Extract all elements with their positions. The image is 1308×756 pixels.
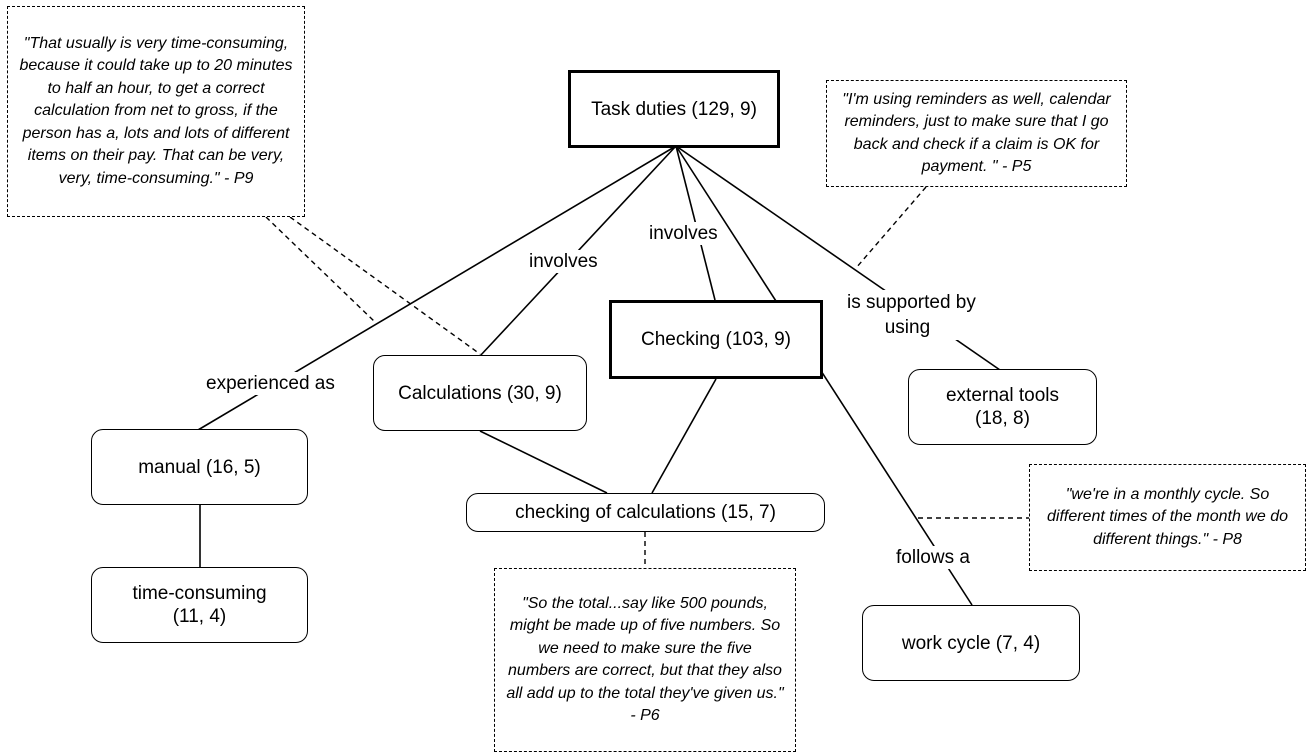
node-task-duties: Task duties (129, 9) (568, 70, 780, 148)
node-time-consuming-line2: (11, 4) (172, 606, 227, 627)
node-external-tools-label: external tools (18, 8) (946, 384, 1059, 430)
edge-label-supported-line2: using (884, 317, 931, 338)
node-time-consuming: time-consuming (11, 4) (91, 567, 308, 643)
edge-checking-to-checking-of-calculations (651, 378, 717, 494)
quote-p9: "That usually is very time-consuming, be… (7, 6, 305, 217)
edge-quote-p5-to-tools-link (855, 186, 927, 269)
edge-quote-p9-to-calculations (289, 216, 481, 355)
node-external-tools-line1: external tools (945, 385, 1059, 406)
edge-quote-p9-to-manual-link (265, 216, 377, 324)
node-time-consuming-label: time-consuming (11, 4) (132, 582, 266, 628)
quote-p5: "I'm using reminders as well, calendar r… (826, 80, 1127, 187)
quote-p6: "So the total...say like 500 pounds, mig… (494, 568, 796, 752)
quote-p6-text: "So the total...say like 500 pounds, mig… (506, 594, 784, 725)
edge-task-to-work-cycle (675, 145, 973, 606)
edge-calculations-to-checking-of-calculations (479, 430, 608, 494)
node-external-tools: external tools (18, 8) (908, 369, 1097, 445)
edge-label-supported-line1: is supported by (847, 292, 976, 313)
node-task-duties-label: Task duties (129, 9) (591, 98, 757, 120)
quote-p5-text: "I'm using reminders as well, calendar r… (842, 90, 1111, 176)
node-work-cycle: work cycle (7, 4) (862, 605, 1080, 681)
node-calculations: Calculations (30, 9) (373, 355, 587, 431)
node-checking-of-calculations-label: checking of calculations (15, 7) (515, 502, 776, 523)
edge-label-involves-checking: involves (647, 222, 720, 245)
edge-label-follows-a: follows a (894, 546, 972, 569)
quote-p8: "we're in a monthly cycle. So different … (1029, 464, 1306, 571)
quote-p9-text: "That usually is very time-consuming, be… (19, 34, 293, 187)
node-checking-label: Checking (103, 9) (641, 329, 791, 350)
edge-label-involves-calculations: involves (527, 250, 600, 273)
node-checking-of-calculations: checking of calculations (15, 7) (466, 493, 825, 532)
edge-label-experienced-as: experienced as (204, 372, 337, 395)
node-manual: manual (16, 5) (91, 429, 308, 505)
node-time-consuming-line1: time-consuming (132, 583, 267, 604)
edge-label-supported-by: is supported by using (845, 290, 978, 340)
node-checking: Checking (103, 9) (609, 300, 823, 379)
node-manual-label: manual (16, 5) (138, 456, 261, 478)
quote-p8-text: "we're in a monthly cycle. So different … (1046, 485, 1288, 548)
node-work-cycle-label: work cycle (7, 4) (901, 632, 1041, 654)
node-calculations-label: Calculations (30, 9) (398, 382, 562, 404)
node-external-tools-line2: (18, 8) (975, 408, 1030, 429)
